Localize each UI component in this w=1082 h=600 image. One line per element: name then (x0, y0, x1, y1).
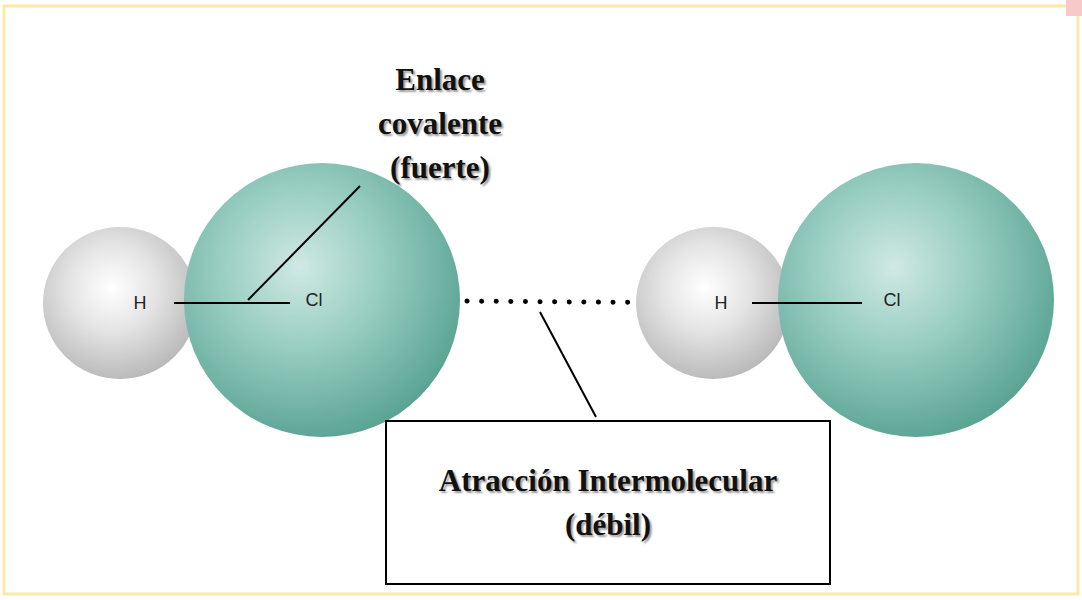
corner-mark (1066, 0, 1082, 16)
intermolecular-dotted-line (467, 301, 629, 302)
chlorine-atom: Cl (184, 163, 460, 437)
covalent-bond-line (174, 302, 290, 304)
atom-symbol: H (134, 293, 147, 314)
atom-symbol: H (715, 293, 728, 314)
covalent-bond-line (752, 302, 862, 304)
atom-symbol: Cl (306, 290, 323, 311)
chlorine-atom: Cl (778, 163, 1054, 437)
bond-label: Enlace covalente (fuerte) (340, 58, 540, 190)
intermolecular-box: Atracción Intermolecular (débil) (385, 420, 831, 585)
hydrogen-atom: H (636, 227, 790, 379)
hydrogen-atom: H (43, 227, 197, 379)
leader-line (540, 312, 596, 417)
page-frame (4, 6, 1078, 594)
box-text: Atracción Intermolecular (débil) (401, 459, 815, 546)
leader-line (248, 186, 360, 300)
atom-symbol: Cl (884, 290, 901, 311)
dotted-line (467, 301, 629, 302)
